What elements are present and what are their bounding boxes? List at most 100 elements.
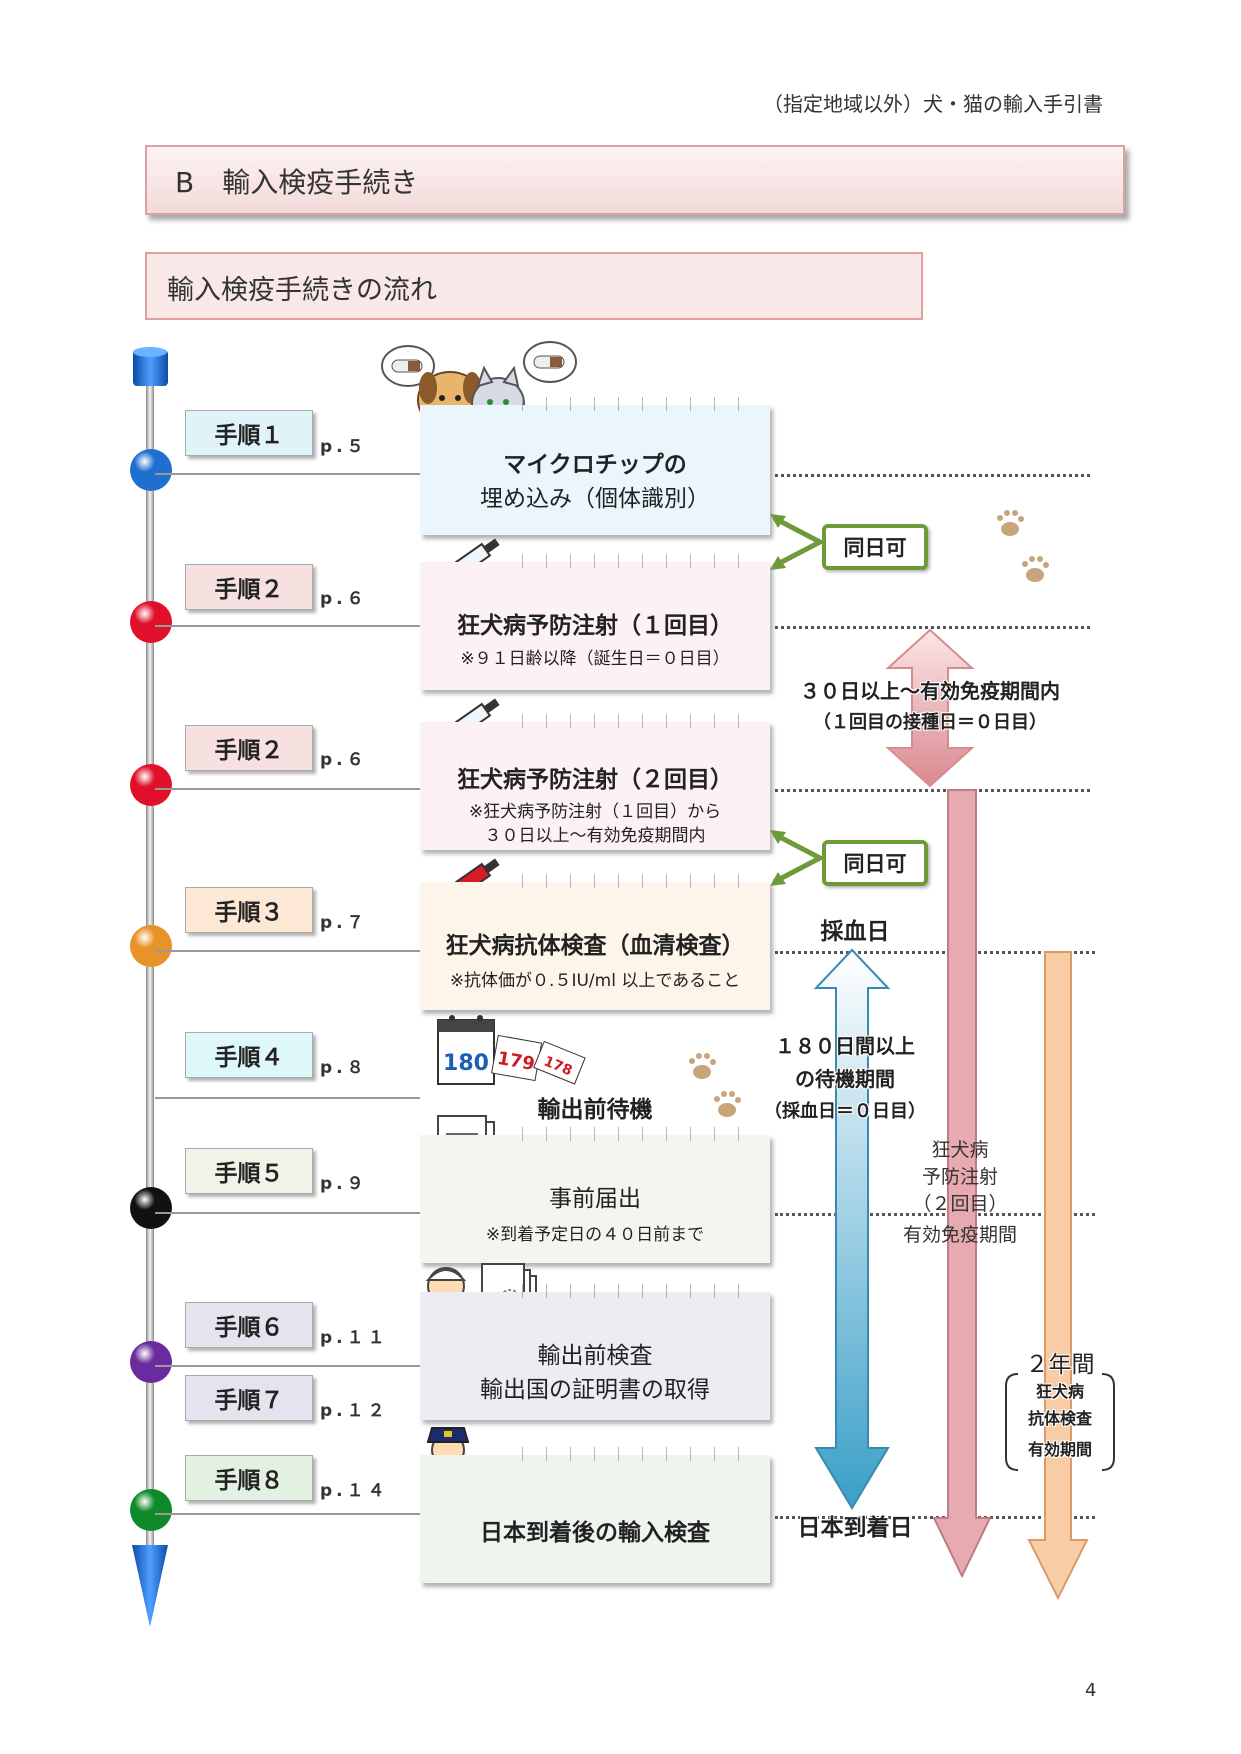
card-antibody-title: 狂犬病抗体検査（血清検査） bbox=[445, 933, 745, 959]
rabies-immunity-arrow bbox=[932, 789, 992, 1578]
antibody-validity-arrow bbox=[1027, 951, 1089, 1600]
card-export-inspection: 輸出前検査 輸出国の証明書の取得 bbox=[420, 1284, 770, 1420]
same-day-arrows bbox=[770, 830, 826, 886]
same-day-badge-2: 同日可 bbox=[822, 840, 928, 886]
card-microchip-line1: マイクロチップの bbox=[503, 452, 687, 478]
rabies-period-label-4: 有効免疫期間 bbox=[902, 1224, 1017, 1246]
card-notice-title: 事前届出 bbox=[549, 1186, 641, 1212]
card-arrival-inspection: 日本到着後の輸入検査 bbox=[420, 1447, 770, 1583]
document-header: （指定地域以外）犬・猫の輸入手引書 bbox=[763, 92, 1103, 116]
step-label-5: 手順５ bbox=[185, 1148, 313, 1194]
waiting-period-arrow bbox=[813, 948, 891, 1510]
waiting-period-label-3: （採血日＝０日目） bbox=[764, 1101, 926, 1122]
same-day-arrows bbox=[770, 514, 826, 570]
connector-line bbox=[155, 1097, 420, 1099]
antibody-period-bracket bbox=[1005, 1373, 1115, 1471]
dotted-guide bbox=[775, 474, 1090, 477]
rabies-period-label-2: 予防注射 bbox=[921, 1166, 998, 1188]
card-microchip: マイクロチップの 埋め込み（個体識別） bbox=[420, 397, 770, 535]
timeline-marker bbox=[130, 1187, 172, 1229]
page-ref-5[interactable]: p.９ bbox=[320, 1174, 368, 1194]
step-label-8: 手順８ bbox=[185, 1455, 313, 1501]
same-day-badge-1: 同日可 bbox=[822, 524, 928, 570]
interval-label-2: （１回目の接種日＝０日目） bbox=[813, 712, 1047, 733]
paw-print-icon bbox=[689, 1053, 741, 1117]
rabies-period-label-1: 狂犬病 bbox=[931, 1139, 989, 1161]
dotted-guide bbox=[775, 626, 1090, 629]
timeline-marker bbox=[130, 764, 172, 806]
dotted-guide bbox=[775, 951, 1095, 954]
notepad-rings bbox=[510, 397, 760, 411]
interval-double-arrow bbox=[885, 628, 975, 788]
timeline-marker bbox=[130, 449, 172, 491]
section-title: B 輸入検疫手続き bbox=[175, 166, 419, 199]
waiting-period-label-2: の待機期間 bbox=[795, 1067, 895, 1091]
connector-line bbox=[155, 473, 420, 475]
step-label-3: 手順３ bbox=[185, 887, 313, 933]
connector-line bbox=[155, 950, 420, 952]
card-rabies-1-note: ※９１日齢以降（誕生日＝０日目） bbox=[460, 649, 730, 669]
rabies-period-label-3: （２回目） bbox=[912, 1193, 1008, 1215]
notepad-rings bbox=[510, 1127, 760, 1141]
page-ref-7[interactable]: p.１２ bbox=[320, 1401, 389, 1421]
notepad-rings bbox=[510, 554, 760, 568]
step-label-6: 手順６ bbox=[185, 1302, 313, 1348]
timeline-pole bbox=[132, 347, 168, 1627]
step-label-2b: 手順２ bbox=[185, 725, 313, 771]
page-ref-6[interactable]: p.１１ bbox=[320, 1328, 389, 1348]
card-rabies-1: 狂犬病予防注射（１回目） ※９１日齢以降（誕生日＝０日目） bbox=[420, 554, 770, 690]
card-antibody: 狂犬病抗体検査（血清検査） ※抗体価が０.５IU/ml 以上であること bbox=[420, 874, 770, 1010]
card-notice-note: ※到着予定日の４０日前まで bbox=[485, 1225, 705, 1245]
card-export-inspection-line1: 輸出前検査 bbox=[537, 1343, 653, 1369]
calendar-icon: 180 179 178 bbox=[437, 1015, 586, 1085]
blood-draw-day-label: 採血日 bbox=[820, 919, 890, 945]
page-ref-4[interactable]: p.８ bbox=[320, 1058, 368, 1078]
step-label-1: 手順１ bbox=[185, 410, 313, 456]
notepad-rings bbox=[510, 1447, 760, 1461]
step-label-7: 手順７ bbox=[185, 1375, 313, 1421]
card-rabies-2: 狂犬病予防注射（２回目） ※狂犬病予防注射（１回目）から ３０日以上～有効免疫期… bbox=[420, 714, 770, 850]
dotted-guide bbox=[775, 789, 1090, 792]
page-ref-2a[interactable]: p.６ bbox=[320, 589, 368, 609]
paw-print-icon bbox=[997, 510, 1049, 582]
page-ref-2b[interactable]: p.６ bbox=[320, 750, 368, 770]
waiting-label: 輸出前待機 bbox=[537, 1097, 653, 1123]
timeline-marker bbox=[130, 601, 172, 643]
flow-heading-box: 輸入検疫手続きの流れ bbox=[145, 252, 923, 320]
timeline-marker bbox=[130, 1341, 172, 1383]
page-ref-1[interactable]: p.５ bbox=[320, 437, 368, 457]
notepad-rings bbox=[510, 714, 760, 728]
waiting-period-label-1: １８０日間以上 bbox=[775, 1034, 915, 1058]
antibody-period-label-3: 抗体検査 bbox=[1027, 1409, 1092, 1428]
connector-line bbox=[155, 1365, 420, 1367]
notepad-rings bbox=[510, 1284, 760, 1298]
card-antibody-note: ※抗体価が０.５IU/ml 以上であること bbox=[449, 971, 741, 991]
page-number: 4 bbox=[1085, 1680, 1097, 1701]
connector-line bbox=[155, 1212, 420, 1214]
card-advance-notice: 事前届出 ※到着予定日の４０日前まで bbox=[420, 1127, 770, 1263]
card-rabies-2-title: 狂犬病予防注射（２回目） bbox=[457, 767, 733, 793]
card-rabies-2-note2: ３０日以上～有効免疫期間内 bbox=[484, 826, 706, 846]
arrival-day-label: 日本到着日 bbox=[797, 1515, 913, 1541]
antibody-period-label-1: ２年間 bbox=[1025, 1352, 1095, 1378]
step-label-2a: 手順２ bbox=[185, 564, 313, 610]
card-rabies-1-title: 狂犬病予防注射（１回目） bbox=[457, 613, 733, 639]
page-ref-3[interactable]: p.７ bbox=[320, 913, 368, 933]
card-arrival-title: 日本到着後の輸入検査 bbox=[480, 1520, 710, 1546]
connector-line bbox=[155, 1513, 420, 1515]
timeline-marker bbox=[130, 1489, 172, 1531]
antibody-period-label-2: 狂犬病 bbox=[1035, 1382, 1084, 1401]
page-ref-8[interactable]: p.１４ bbox=[320, 1481, 389, 1501]
flow-title: 輸入検疫手続きの流れ bbox=[167, 275, 437, 306]
interval-label-1: ３０日以上～有効免疫期間内 bbox=[800, 679, 1060, 703]
dotted-guide bbox=[775, 1213, 1095, 1216]
step-label-4: 手順４ bbox=[185, 1032, 313, 1078]
card-microchip-line2: 埋め込み（個体識別） bbox=[480, 486, 710, 512]
calendar-day-180: 180 bbox=[443, 1051, 489, 1076]
antibody-period-label-4: 有効期間 bbox=[1027, 1440, 1092, 1459]
section-banner: B 輸入検疫手続き bbox=[145, 145, 1125, 215]
notepad-rings bbox=[510, 874, 760, 888]
connector-line bbox=[155, 625, 420, 627]
timeline-marker bbox=[130, 925, 172, 967]
card-export-inspection-line2: 輸出国の証明書の取得 bbox=[480, 1377, 710, 1403]
